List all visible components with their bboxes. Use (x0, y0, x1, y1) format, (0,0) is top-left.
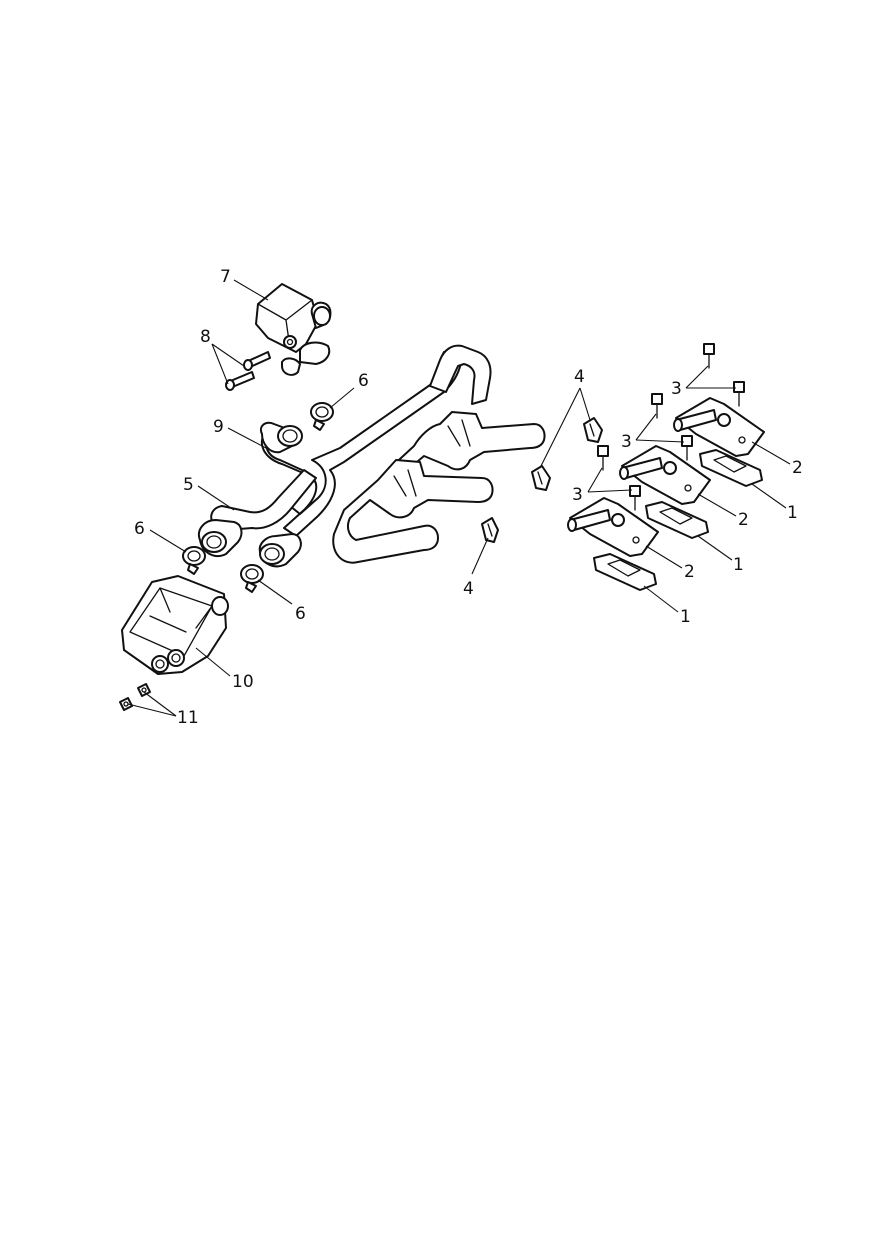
callout-7: 7 (220, 267, 231, 287)
gaskets-part-1 (593, 449, 763, 591)
callout-3-mid: 3 (621, 432, 632, 452)
callout-2-top: 2 (792, 458, 803, 478)
callout-1-bottom: 1 (680, 607, 691, 627)
callout-1-top: 1 (787, 503, 798, 523)
clips-part-4 (481, 417, 603, 543)
callout-11: 11 (177, 708, 199, 728)
callout-4-bottom: 4 (463, 579, 474, 599)
hose-assembly (198, 344, 546, 568)
callout-4-top: 4 (574, 367, 585, 387)
callout-3-bottom: 3 (572, 485, 583, 505)
bolts-part-3 (597, 343, 745, 511)
fittings-part-11 (119, 683, 151, 711)
callout-1-mid: 1 (733, 555, 744, 575)
screws-part-8 (225, 351, 271, 391)
callout-5: 5 (183, 475, 194, 495)
brackets-part-2 (567, 397, 765, 557)
callout-6-left: 6 (134, 519, 145, 539)
filter-box-part-10 (121, 575, 229, 675)
callout-2-bottom: 2 (684, 562, 695, 582)
callout-2-mid: 2 (738, 510, 749, 530)
callout-6-top: 6 (358, 371, 369, 391)
callout-labels: 7 8 6 9 5 6 6 10 11 4 4 3 3 3 2 2 2 1 1 … (134, 267, 803, 728)
callout-3-top: 3 (671, 379, 682, 399)
callout-6-right: 6 (295, 604, 306, 624)
leader-lines (127, 279, 791, 717)
valve-part-7 (255, 283, 332, 376)
callout-8: 8 (200, 327, 211, 347)
callout-9: 9 (213, 417, 224, 437)
clips-part-6 (182, 402, 334, 593)
callout-10: 10 (232, 672, 254, 692)
